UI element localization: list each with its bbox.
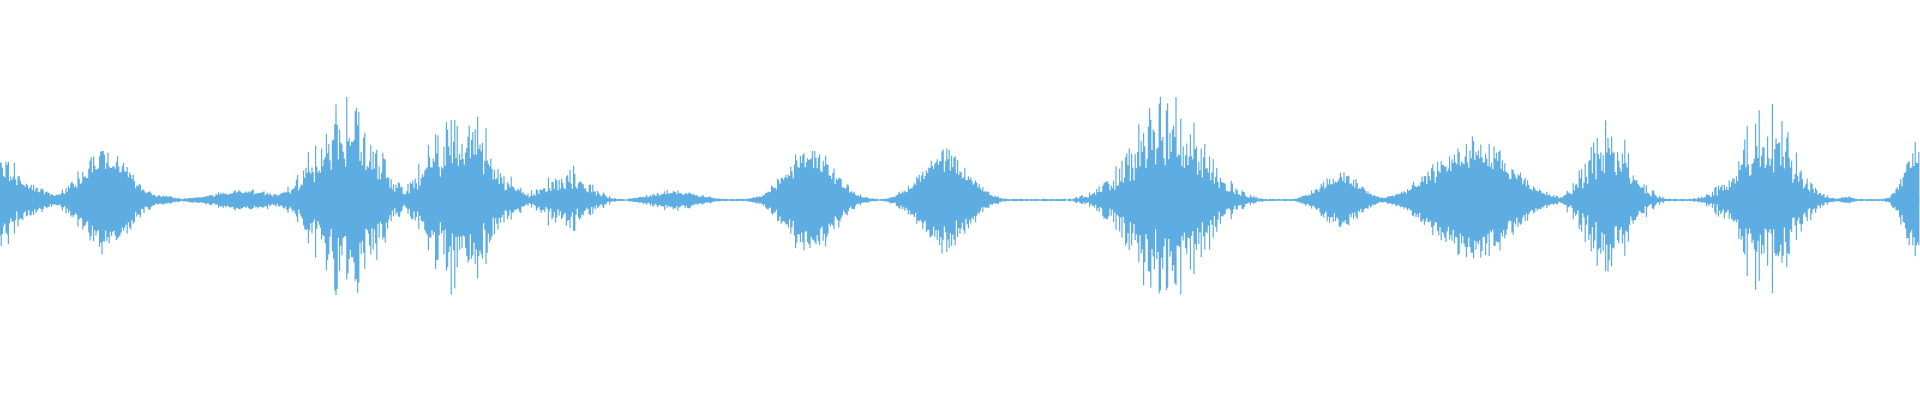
waveform-samples [0, 96, 1920, 296]
